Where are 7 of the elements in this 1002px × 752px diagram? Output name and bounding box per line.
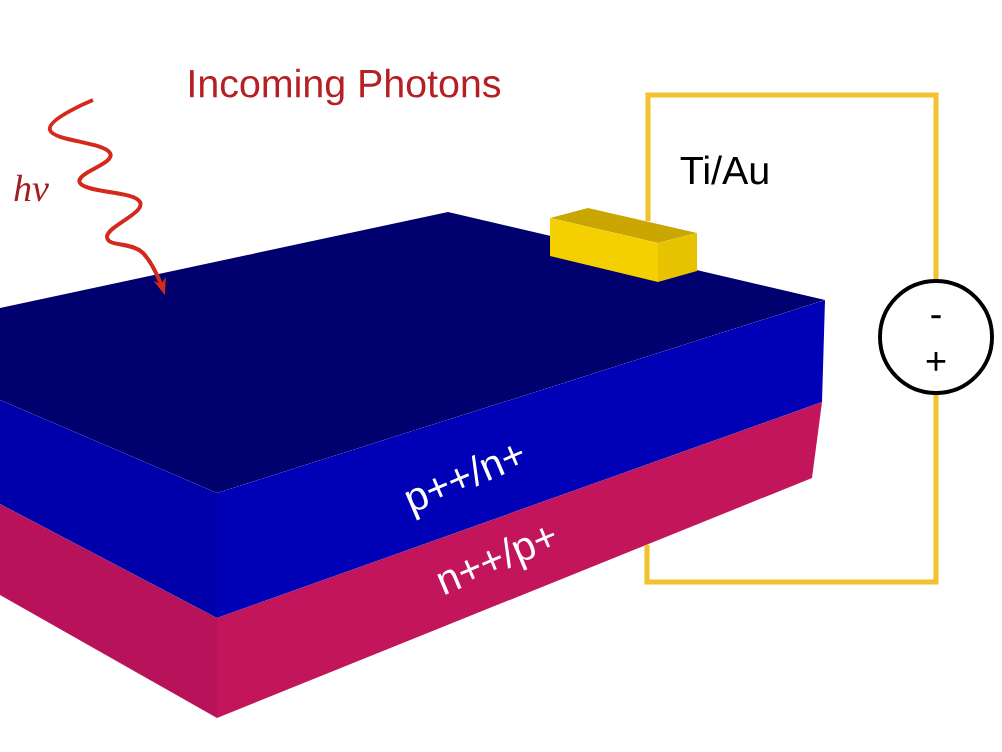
wire: [644, 395, 939, 585]
material-label: Ti/Au: [680, 155, 768, 185]
contact-pad: [550, 208, 697, 282]
edge-label: hν: [14, 174, 49, 202]
voltage-source: - +: [878, 279, 994, 395]
wire: [645, 92, 939, 279]
text-label: Incoming Photons: [190, 68, 501, 106]
